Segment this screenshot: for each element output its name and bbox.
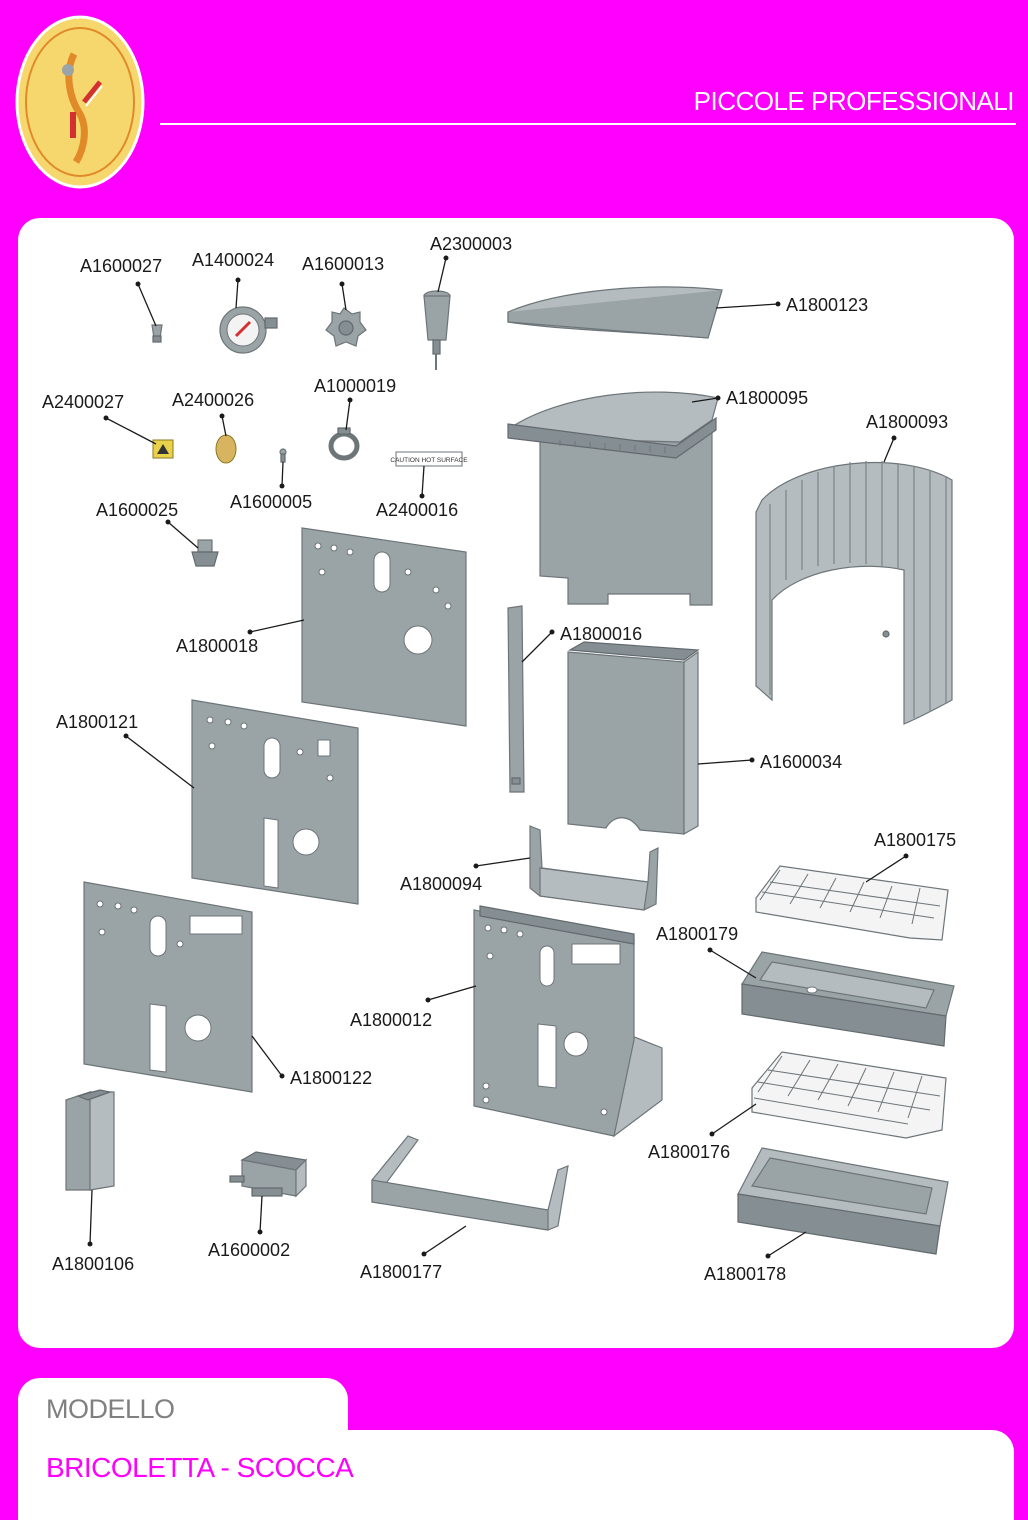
part-a1800012: [473, 905, 663, 1138]
modello-label: MODELLO: [46, 1394, 175, 1424]
exploded-parts-diagram: CAUTION HOT SURFACE: [42, 234, 956, 1284]
label-a1600034: A1600034: [760, 752, 842, 772]
part-a2400016: CAUTION HOT SURFACE: [390, 451, 468, 467]
label-a1800012: A1800012: [350, 1010, 432, 1030]
part-a2400027: [152, 439, 174, 459]
part-a2400026: [215, 434, 237, 464]
part-a1800121: [191, 699, 359, 905]
part-a2300003: [423, 290, 451, 370]
part-a1800093: [755, 461, 953, 725]
label-a1000019: A1000019: [314, 376, 396, 396]
part-a1800179: [741, 951, 955, 1047]
label-a2300003: A2300003: [430, 234, 512, 254]
label-a1800121: A1800121: [56, 712, 138, 732]
label-a1400024: A1400024: [192, 250, 274, 270]
label-a1800018: A1800018: [176, 636, 258, 656]
label-a1600025: A1600025: [96, 500, 178, 520]
part-a1800094: [529, 825, 659, 911]
label-a1800123: A1800123: [786, 295, 868, 315]
part-a1800018: [301, 527, 467, 727]
header-title: PICCOLE PROFESSIONALI: [693, 86, 1015, 116]
label-a1800016: A1800016: [560, 624, 642, 644]
model-bar: BRICOLETTA - SCOCCA: [18, 1430, 1014, 1520]
label-a1800095: A1800095: [726, 388, 808, 408]
label-a1600005: A1600005: [230, 492, 312, 512]
header-divider: [160, 123, 1016, 125]
part-a1800176: [751, 1051, 947, 1139]
part-a1800177: [371, 1135, 569, 1231]
part-a1800095: [507, 391, 719, 606]
label-a1800175: A1800175: [874, 830, 956, 850]
label-a1600002: A1600002: [208, 1240, 290, 1260]
part-a1800122: [83, 881, 253, 1093]
label-a1600027: A1600027: [80, 256, 162, 276]
part-a1600002: [229, 1151, 308, 1198]
label-a2400027: A2400027: [42, 392, 124, 412]
part-a1600034: [567, 641, 700, 836]
label-a1800122: A1800122: [290, 1068, 372, 1088]
label-a2400026: A2400026: [172, 390, 254, 410]
part-a1600013: [325, 307, 367, 347]
part-a1600025: [191, 539, 219, 567]
label-a1600013: A1600013: [302, 254, 384, 274]
model-name: BRICOLETTA - SCOCCA: [46, 1452, 354, 1483]
part-a1800175: [755, 865, 949, 941]
part-a1800106: [65, 1089, 115, 1191]
label-a1800094: A1800094: [400, 874, 482, 894]
part-a1600027: [151, 324, 163, 343]
part-a1800123: [507, 286, 723, 339]
part-a1800178: [737, 1147, 949, 1255]
label-a1800106: A1800106: [52, 1254, 134, 1274]
sticker-caution-text: CAUTION HOT SURFACE: [390, 457, 468, 464]
part-a1800016: [507, 605, 525, 793]
label-a2400016: A2400016: [376, 500, 458, 520]
label-a1800178: A1800178: [704, 1264, 786, 1284]
label-a1800179: A1800179: [656, 924, 738, 944]
part-a1000019: [328, 427, 360, 461]
part-a1400024: [219, 306, 278, 354]
fiorenzato-logo: [15, 15, 145, 189]
label-a1800176: A1800176: [648, 1142, 730, 1162]
label-a1800093: A1800093: [866, 412, 948, 432]
modello-tab: MODELLO: [18, 1378, 348, 1436]
part-a1600005: [279, 448, 287, 463]
label-a1800177: A1800177: [360, 1262, 442, 1282]
